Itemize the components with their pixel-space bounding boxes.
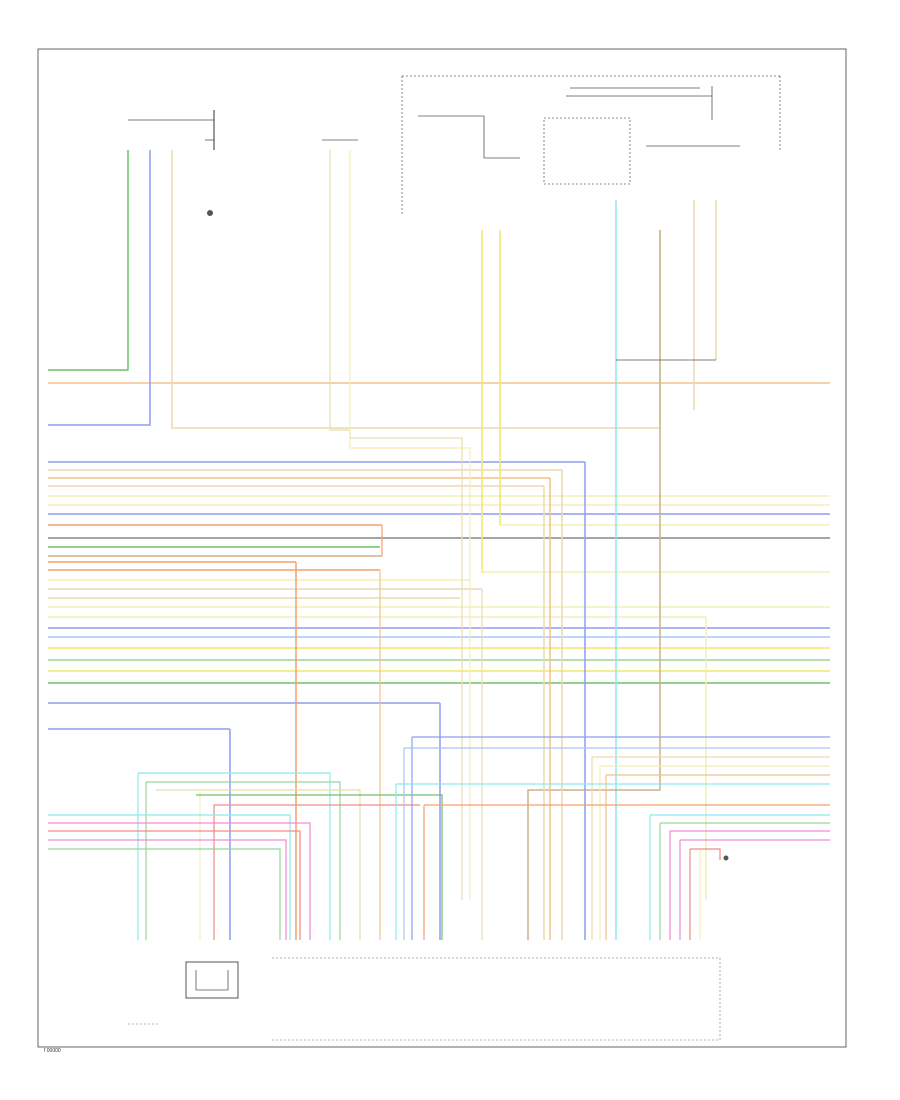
lower-drops: [229, 462, 586, 940]
relay-block: [401, 75, 781, 216]
footer-code: f 00000: [44, 1048, 61, 1054]
main-module-connector: [272, 957, 721, 1041]
left-feeders: [48, 150, 661, 900]
lower-left-components: [128, 961, 239, 1025]
lower-center-harness: [395, 736, 830, 940]
right-feeders: [481, 200, 717, 940]
bus-wires: [48, 382, 830, 730]
lower-left-harness: [48, 772, 443, 940]
top-left-connector: [128, 110, 215, 216]
lower-right-harness: [649, 814, 830, 940]
diagram-frame: [37, 48, 847, 1048]
